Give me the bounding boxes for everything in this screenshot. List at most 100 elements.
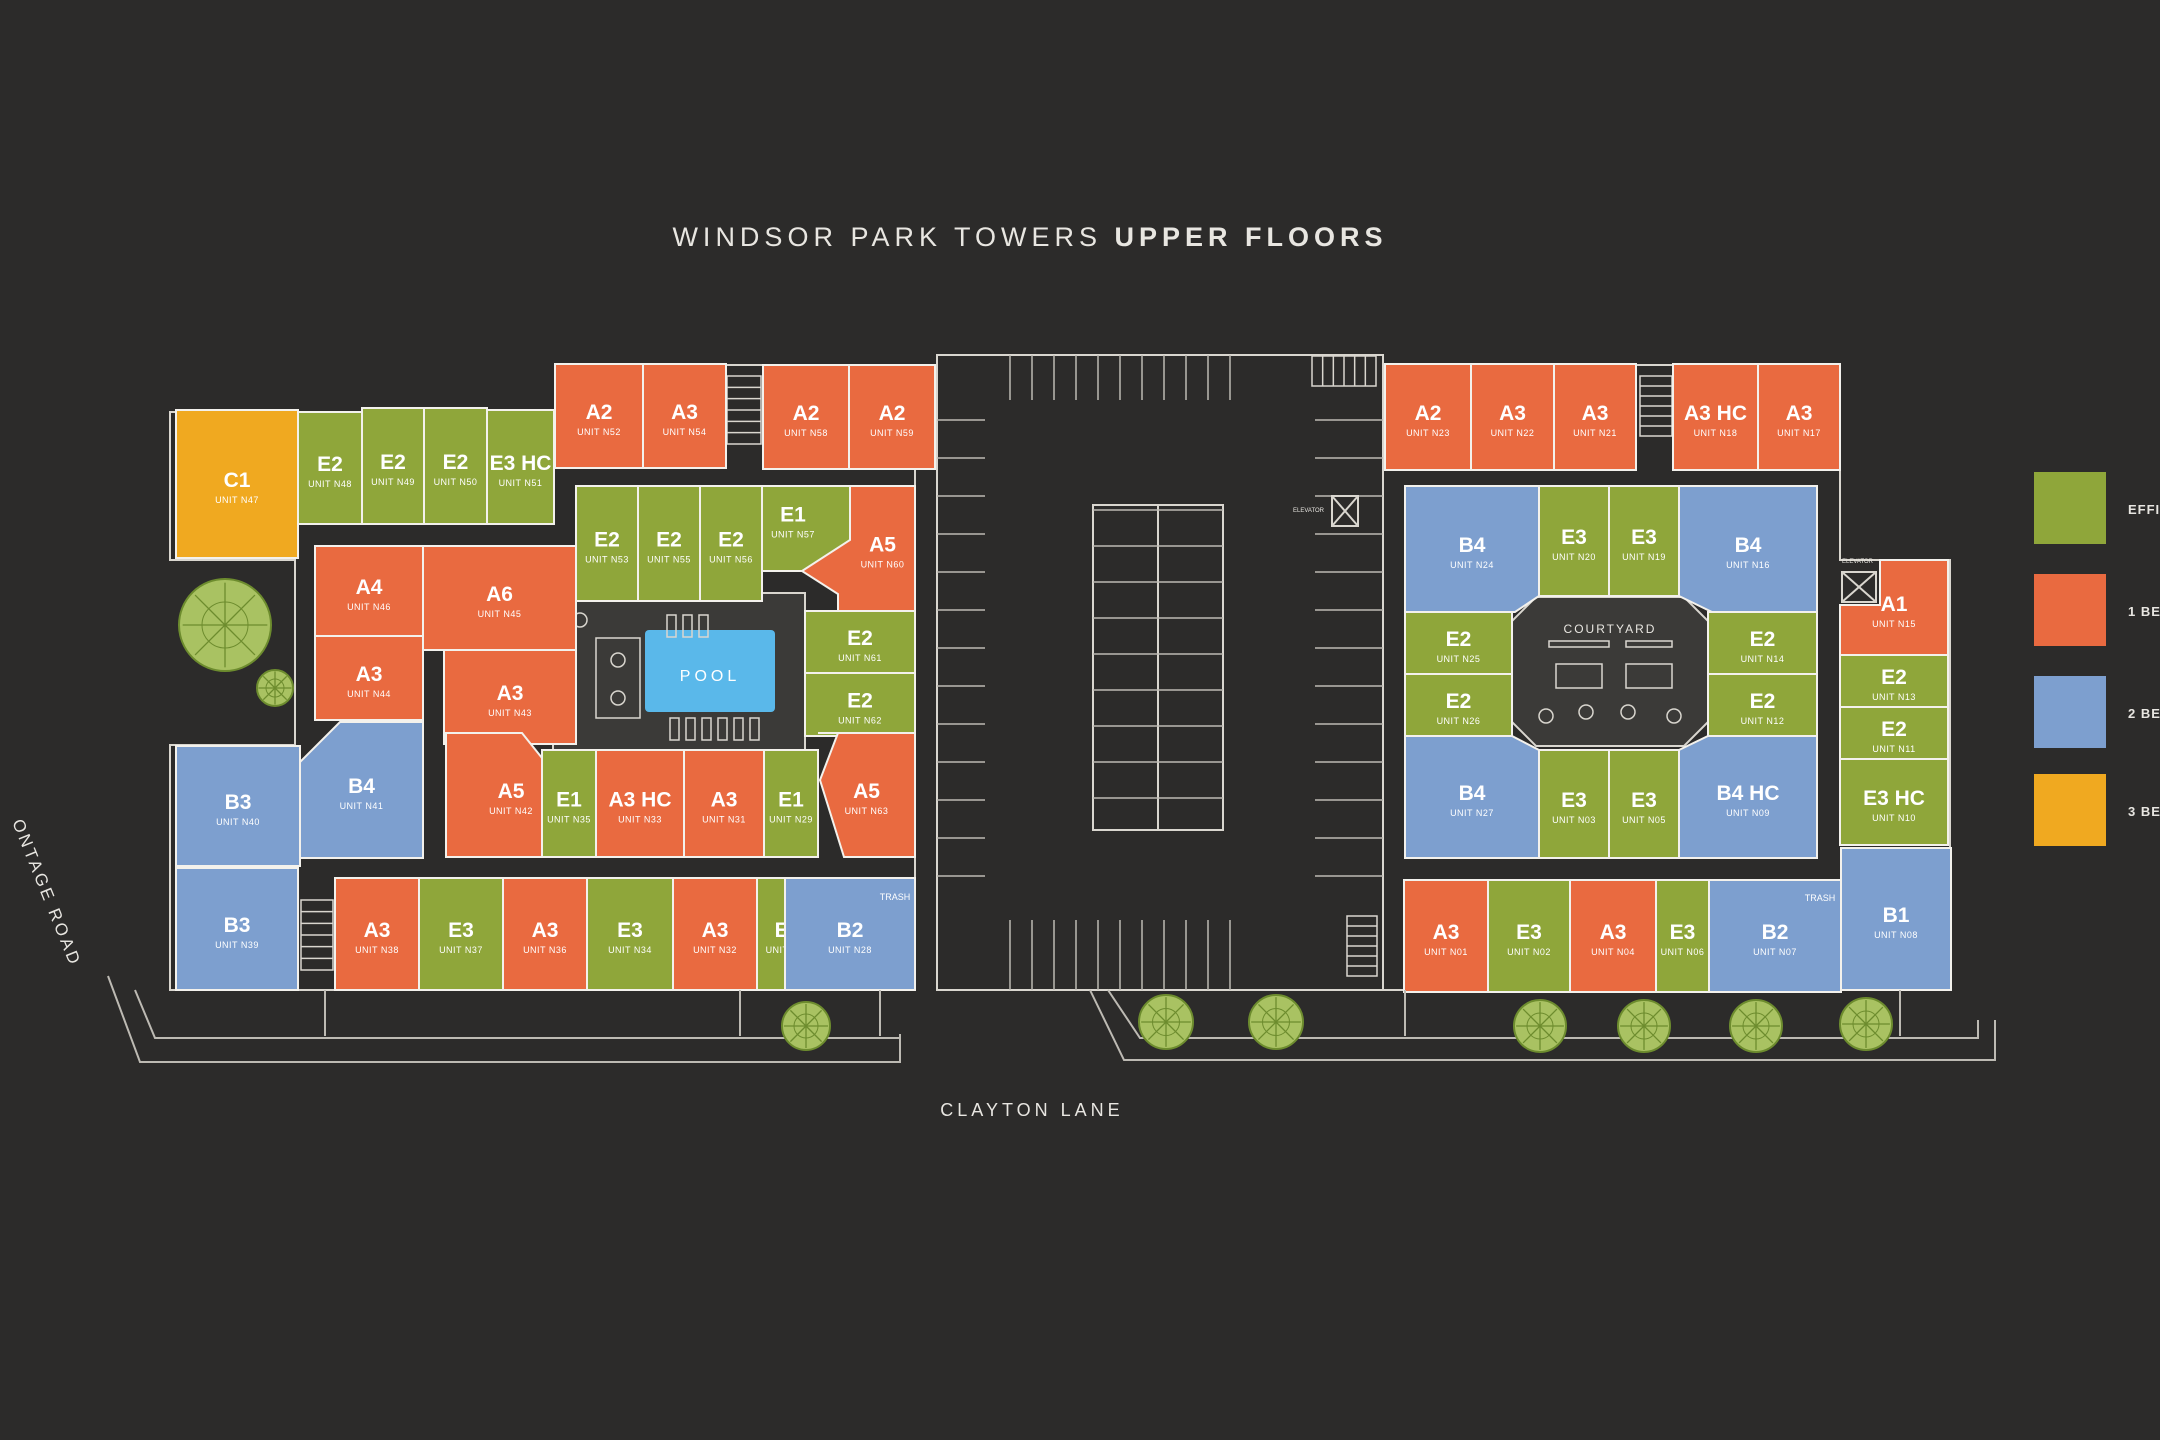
unit-type-label: A2 bbox=[586, 401, 613, 424]
lounge-area bbox=[595, 637, 641, 719]
bench bbox=[1625, 640, 1673, 648]
unit-shape bbox=[1839, 654, 1949, 708]
unit-type-label: B4 bbox=[1735, 534, 1762, 557]
unit-type-label: E1 bbox=[780, 504, 806, 527]
pool-label: POOL bbox=[680, 668, 740, 685]
unit-shape bbox=[175, 409, 299, 559]
tree-ring bbox=[1742, 1012, 1770, 1040]
unit-number-label: UNIT N29 bbox=[769, 815, 813, 825]
unit-type-label: B3 bbox=[224, 914, 251, 937]
unit-type-label: A3 bbox=[1433, 921, 1460, 944]
trees bbox=[178, 578, 1893, 1053]
unit-type-label: A2 bbox=[1415, 402, 1442, 425]
west-sidewalk-inner bbox=[134, 989, 900, 1039]
unit-type-label: A3 bbox=[1600, 921, 1627, 944]
unit-shape bbox=[1839, 706, 1949, 760]
tree bbox=[1248, 994, 1304, 1050]
unit-shape bbox=[1655, 879, 1710, 993]
tree-ring bbox=[1262, 1008, 1290, 1036]
unit-type-label: E1 bbox=[778, 789, 804, 812]
table bbox=[610, 690, 626, 706]
unit-type-label: A6 bbox=[486, 583, 513, 606]
unit-number-label: UNIT N62 bbox=[838, 716, 882, 726]
unit-shape bbox=[1487, 879, 1571, 993]
tree bbox=[256, 669, 294, 707]
unit-type-label: B2 bbox=[1762, 921, 1789, 944]
unit-shape bbox=[699, 485, 763, 602]
unit-type-label: A3 bbox=[711, 789, 738, 812]
unit-type-label: A3 bbox=[532, 919, 559, 942]
courtyard bbox=[1511, 596, 1709, 747]
unit-type-label: E3 bbox=[1561, 526, 1587, 549]
table bbox=[1538, 708, 1554, 724]
unit-type-label: A3 bbox=[1786, 402, 1813, 425]
courtyard-label: COURTYARD bbox=[1564, 622, 1657, 636]
unit-number-label: UNIT N28 bbox=[828, 945, 872, 955]
unit-number-label: UNIT N47 bbox=[215, 495, 259, 505]
unit-shape bbox=[1538, 485, 1610, 597]
unit-number-label: UNIT N42 bbox=[489, 806, 533, 816]
unit-number-label: UNIT N46 bbox=[347, 602, 391, 612]
